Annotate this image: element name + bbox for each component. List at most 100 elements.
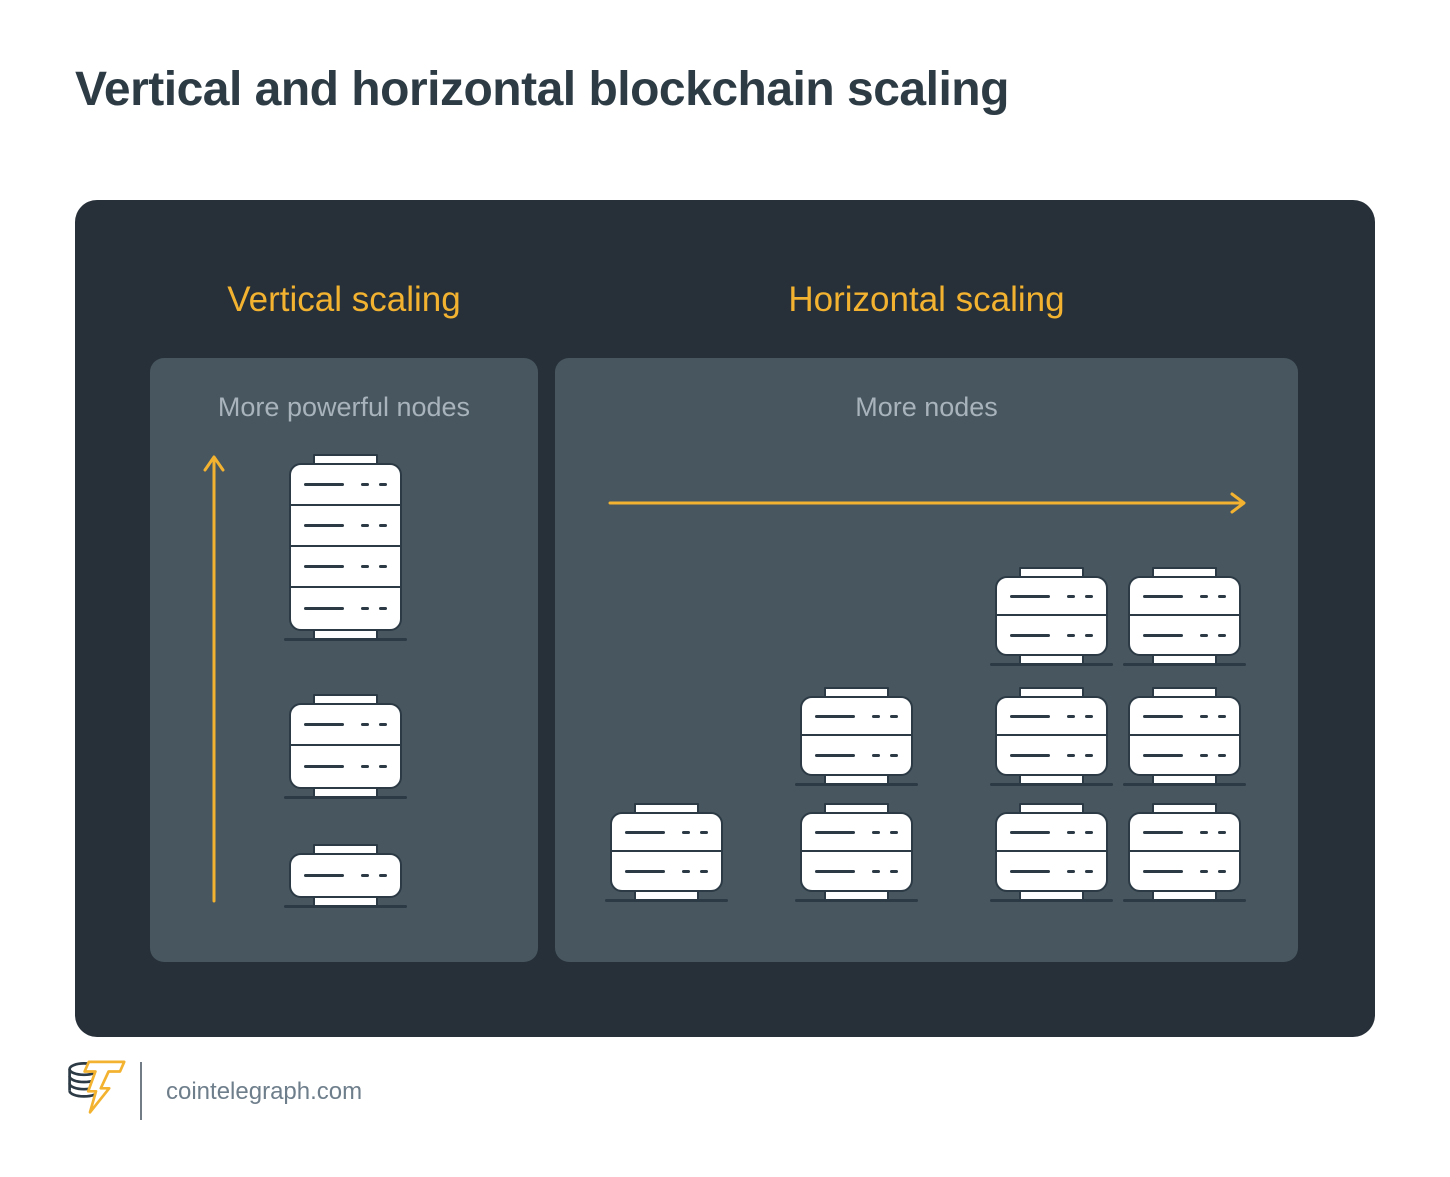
server-slot-line	[1010, 869, 1050, 873]
server-slot-dash	[872, 753, 880, 757]
server-slot	[997, 814, 1106, 852]
server-slot-line	[1143, 594, 1183, 598]
server-slot-dash	[1085, 714, 1093, 718]
server-slot	[612, 852, 721, 890]
server-slot-dash	[1085, 753, 1093, 757]
server-slot-dash	[1200, 830, 1208, 834]
server-slot-dash	[682, 830, 690, 834]
server-slot	[1130, 698, 1239, 736]
horizontal-scaling-title: Horizontal scaling	[788, 280, 1065, 319]
server-slot	[291, 547, 400, 588]
server-slot-dash	[1067, 714, 1075, 718]
server-slot-line	[625, 869, 665, 873]
server-slot-line	[1010, 830, 1050, 834]
server-slot-line	[304, 565, 344, 568]
server-slot-dash	[361, 483, 369, 486]
server-slot-dash	[1085, 633, 1093, 637]
server-slot	[802, 698, 911, 736]
server-slot-line	[625, 830, 665, 834]
footer-site-text: cointelegraph.com	[166, 1078, 363, 1105]
server-body	[995, 576, 1108, 656]
cointelegraph-logo-icon	[68, 1060, 126, 1114]
server-node-2u	[284, 694, 407, 799]
server-slot-line	[1143, 869, 1183, 873]
server-slot	[997, 698, 1106, 736]
server-node-2u	[1123, 567, 1246, 666]
server-slot-line	[1010, 753, 1050, 757]
server-slot-dash	[872, 830, 880, 834]
vertical-scaling-title: Vertical scaling	[227, 280, 461, 319]
server-slot	[1130, 578, 1239, 616]
server-body	[800, 812, 913, 892]
server-slot-dash	[1067, 594, 1075, 598]
server-slot-line	[1143, 714, 1183, 718]
server-slot-dash	[700, 869, 708, 873]
server-slot-line	[304, 607, 344, 610]
server-slot-line	[815, 714, 855, 718]
server-slot	[291, 705, 400, 746]
server-slot-dash	[361, 723, 369, 726]
server-slot	[291, 855, 400, 896]
diagram-board: Vertical scaling Horizontal scaling More…	[75, 200, 1375, 1037]
server-node-1u	[284, 844, 407, 908]
server-slot-dash	[379, 874, 387, 877]
server-body	[995, 696, 1108, 776]
server-slot-line	[815, 869, 855, 873]
server-slot-dash	[1085, 594, 1093, 598]
server-slot-dash	[379, 607, 387, 610]
server-slot-line	[1143, 830, 1183, 834]
server-slot-dash	[1218, 869, 1226, 873]
server-slot	[997, 852, 1106, 890]
server-slot-dash	[1200, 714, 1208, 718]
up-arrow-icon	[203, 455, 225, 903]
server-slot-line	[1010, 594, 1050, 598]
server-node-2u	[990, 803, 1113, 902]
server-body	[289, 463, 402, 631]
server-slot-dash	[1085, 869, 1093, 873]
server-slot-dash	[379, 723, 387, 726]
server-slot-line	[304, 723, 344, 726]
page-title: Vertical and horizontal blockchain scali…	[75, 63, 1009, 116]
server-slot-dash	[1218, 594, 1226, 598]
server-slot-dash	[1200, 869, 1208, 873]
right-arrow-icon	[608, 492, 1246, 514]
server-slot-dash	[1085, 830, 1093, 834]
server-body	[1128, 812, 1241, 892]
server-slot-dash	[1200, 594, 1208, 598]
server-node-2u	[990, 687, 1113, 786]
server-slot	[997, 616, 1106, 654]
vertical-scaling-panel: More powerful nodes	[150, 358, 538, 962]
server-slot-dash	[1200, 633, 1208, 637]
server-slot-line	[815, 753, 855, 757]
server-slot-dash	[700, 830, 708, 834]
server-node-2u	[795, 803, 918, 902]
server-body	[289, 853, 402, 898]
footer: cointelegraph.com	[0, 1050, 1450, 1130]
server-slot-dash	[1067, 869, 1075, 873]
server-slot	[1130, 616, 1239, 654]
server-slot-dash	[1218, 830, 1226, 834]
server-node-2u	[1123, 687, 1246, 786]
server-slot-dash	[1067, 633, 1075, 637]
server-slot-dash	[1218, 633, 1226, 637]
server-slot	[997, 578, 1106, 616]
server-slot-line	[1010, 633, 1050, 637]
server-slot	[1130, 814, 1239, 852]
server-slot-line	[304, 483, 344, 486]
server-node-2u	[795, 687, 918, 786]
server-slot-line	[1143, 633, 1183, 637]
server-node-2u	[990, 567, 1113, 666]
footer-divider	[140, 1062, 142, 1120]
server-slot	[291, 588, 400, 629]
server-slot-dash	[361, 524, 369, 527]
server-slot-line	[304, 765, 344, 768]
server-slot-dash	[361, 607, 369, 610]
server-slot-dash	[1218, 714, 1226, 718]
server-slot-dash	[361, 565, 369, 568]
server-body	[289, 703, 402, 789]
server-slot	[802, 814, 911, 852]
server-slot	[997, 736, 1106, 774]
server-slot-line	[1010, 714, 1050, 718]
server-slot-dash	[890, 753, 898, 757]
